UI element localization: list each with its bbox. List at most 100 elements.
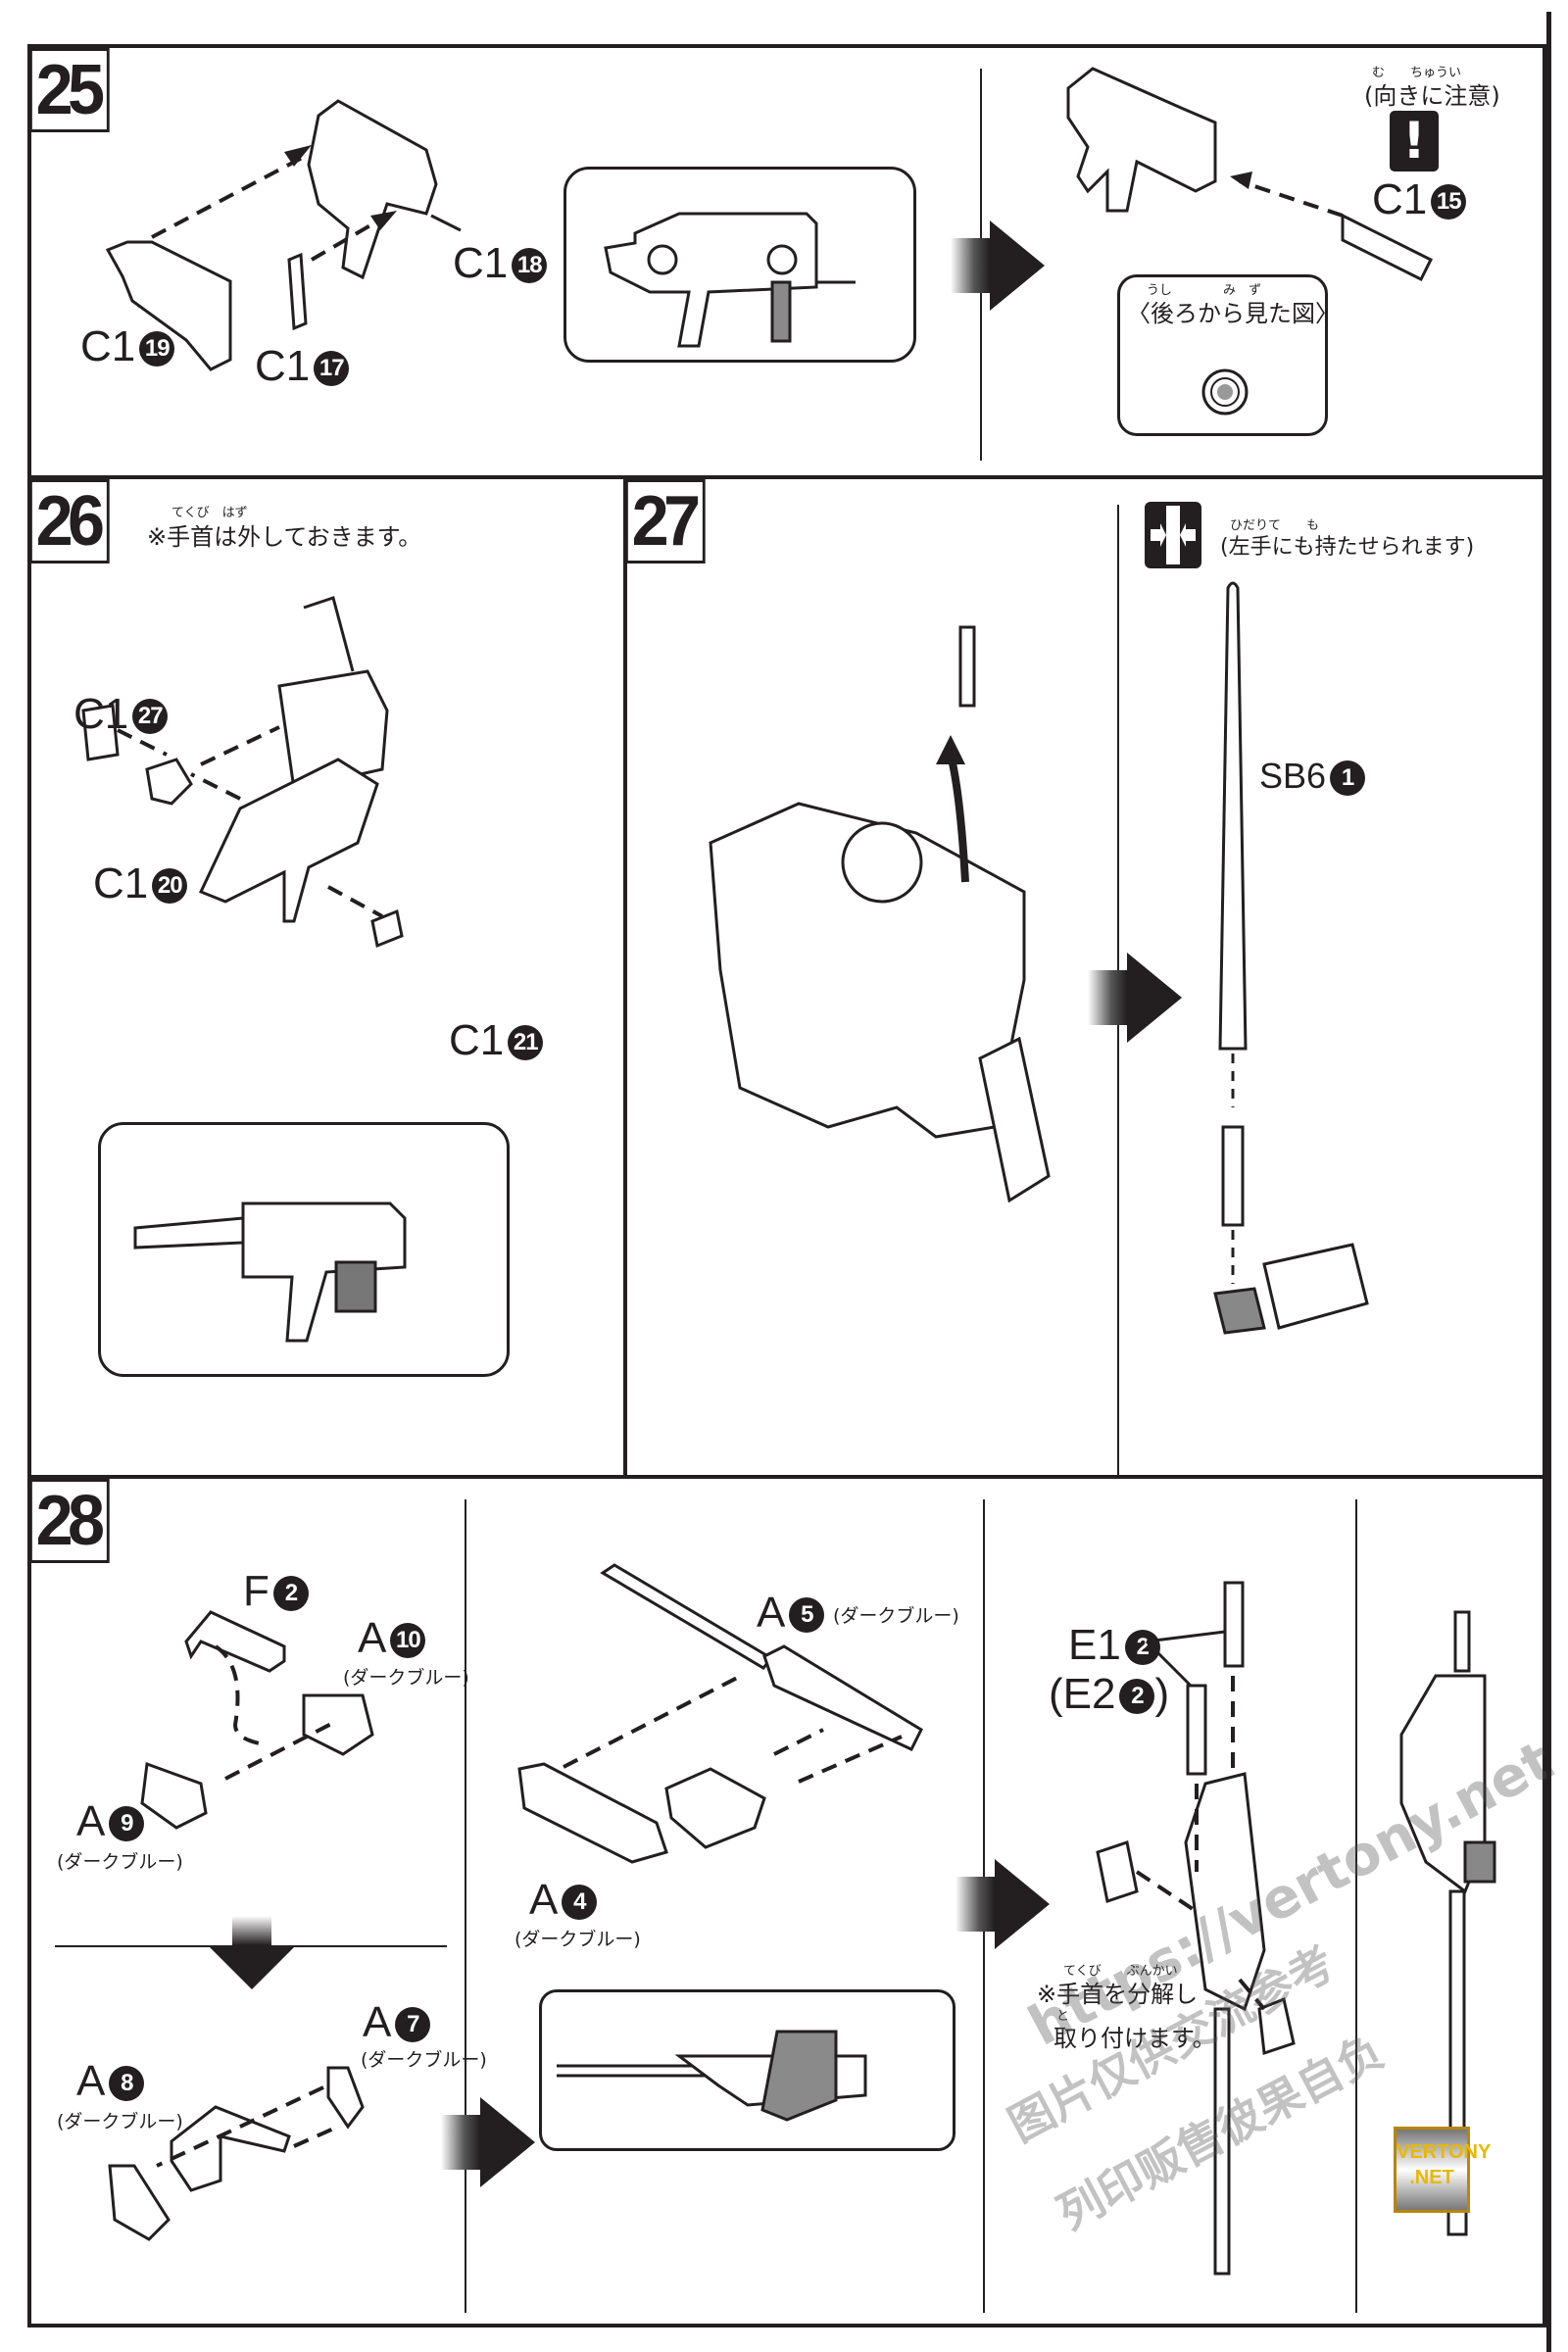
- caution-ruby: む ちゅうい: [1372, 66, 1462, 80]
- next-arrow-icon: [1127, 953, 1182, 1043]
- step-26-inset-view: [98, 1122, 510, 1377]
- step-28-inset-view: [539, 1989, 956, 2151]
- forearm-part: [277, 669, 389, 791]
- rifle-part: [958, 625, 976, 708]
- gun-body-part: [307, 99, 438, 280]
- step-25-result-diagram: [1066, 67, 1434, 282]
- gun-part: [198, 758, 379, 923]
- hand-part: [1213, 1287, 1266, 1335]
- c27-part: [81, 704, 120, 761]
- assembled-gun-side-view: [604, 212, 856, 348]
- step-number-27: 27: [625, 479, 706, 564]
- left-hand-note: (左手にも持たせられます): [1220, 535, 1475, 560]
- step-26-note: ※手首は外しておきます。: [147, 523, 422, 551]
- hand-note-ruby: てくび ぶんかい: [1063, 1964, 1178, 1979]
- color-note-a4: (ダークブルー): [514, 1929, 641, 1950]
- robot-head: [841, 821, 923, 904]
- step-28-sub4-diagram: [1096, 1581, 1296, 2276]
- page-edge-rule: [1546, 12, 1551, 2352]
- next-arrow-body: [441, 2115, 480, 2170]
- arrow-head: [284, 145, 312, 167]
- down-arrow-icon: [208, 1916, 296, 1989]
- arrow-head: [370, 211, 397, 230]
- assembly-guide-line: [310, 214, 389, 262]
- next-arrow-body: [956, 1877, 995, 1932]
- e2-pin: [1186, 1684, 1207, 1776]
- middle-part: [664, 1767, 766, 1849]
- a9-part: [140, 1761, 208, 1830]
- step-number-28: 28: [29, 1479, 110, 1563]
- rear-view-icon: [1201, 368, 1249, 416]
- caution-exclamation-icon: !: [1390, 111, 1439, 172]
- gun-barrel-part: [430, 214, 462, 232]
- next-arrow-icon: [995, 1859, 1050, 1949]
- assembled-rifle-side-view: [557, 2030, 867, 2122]
- logo-text-2: .NET: [1409, 2167, 1454, 2188]
- next-arrow-icon: [480, 2097, 535, 2187]
- arrow-head: [1230, 172, 1252, 189]
- logo-text-1: VERTONY: [1396, 2141, 1492, 2163]
- assembly-guide-line: [1239, 179, 1344, 218]
- step-28-panel: [27, 1475, 1546, 2328]
- hand-note-line2: 取り付けます。: [1054, 2025, 1216, 2052]
- a7-part: [326, 2066, 365, 2130]
- forearm-part: [1262, 1243, 1369, 1330]
- c19-part: [105, 240, 232, 371]
- color-note-a9: (ダークブルー): [57, 1851, 183, 1873]
- hand-note-ruby2: と: [1056, 2009, 1070, 2024]
- color-note-a7: (ダークブルー): [361, 2049, 487, 2071]
- step-28-divider-3: [1355, 1499, 1357, 2313]
- color-note-a5: (ダークブルー): [833, 1605, 959, 1627]
- assembled-part: [170, 2105, 291, 2192]
- step-28-divider-1: [465, 1499, 466, 2313]
- rifle-stock-assembly: [1184, 1772, 1266, 2012]
- saber-hilt: [1221, 1125, 1245, 1227]
- beam-saber-blade: [1218, 581, 1248, 1051]
- step-27-saber-diagram: [1213, 581, 1369, 1335]
- c20-part: [145, 758, 193, 806]
- left-hand-ruby: ひだりて も: [1230, 518, 1320, 533]
- step-26-27-divider: [623, 477, 627, 1477]
- arrow-head: [936, 735, 965, 764]
- f2-part: [184, 1610, 286, 1673]
- a5-barrel: [600, 1563, 774, 1670]
- rear-view-callout: [1117, 274, 1328, 436]
- left-right-hand-icon: [1145, 502, 1201, 568]
- color-note-a8: (ダークブルー): [57, 2111, 183, 2132]
- next-arrow-icon: [990, 220, 1045, 311]
- next-arrow-body: [1088, 970, 1127, 1025]
- a8-part: [108, 2164, 171, 2241]
- c21-part: [370, 908, 404, 949]
- step-28-sub2-diagram: [108, 2066, 365, 2241]
- step-28-sub3-diagram: [517, 1563, 923, 1864]
- middle-highlight: [760, 2030, 838, 2122]
- step-27-robot-diagram: [709, 625, 1051, 1203]
- a5-part: [762, 1644, 923, 1751]
- step-26-note-ruby: てくび はず: [172, 506, 248, 520]
- hand-highlight: [334, 1260, 377, 1313]
- c15-part: [1341, 213, 1434, 282]
- hand-note-line1: ※手首を分解し: [1037, 1981, 1199, 2008]
- hand-part: [1257, 1996, 1296, 2056]
- a4-part: [517, 1762, 668, 1864]
- c17-part: [287, 252, 308, 331]
- step-28-sub1-diagram: [140, 1610, 374, 1830]
- step-25-exploded-diagram: [105, 99, 462, 371]
- step-number-25: 25: [29, 48, 110, 132]
- color-note-a10: (ダークブルー): [343, 1667, 469, 1689]
